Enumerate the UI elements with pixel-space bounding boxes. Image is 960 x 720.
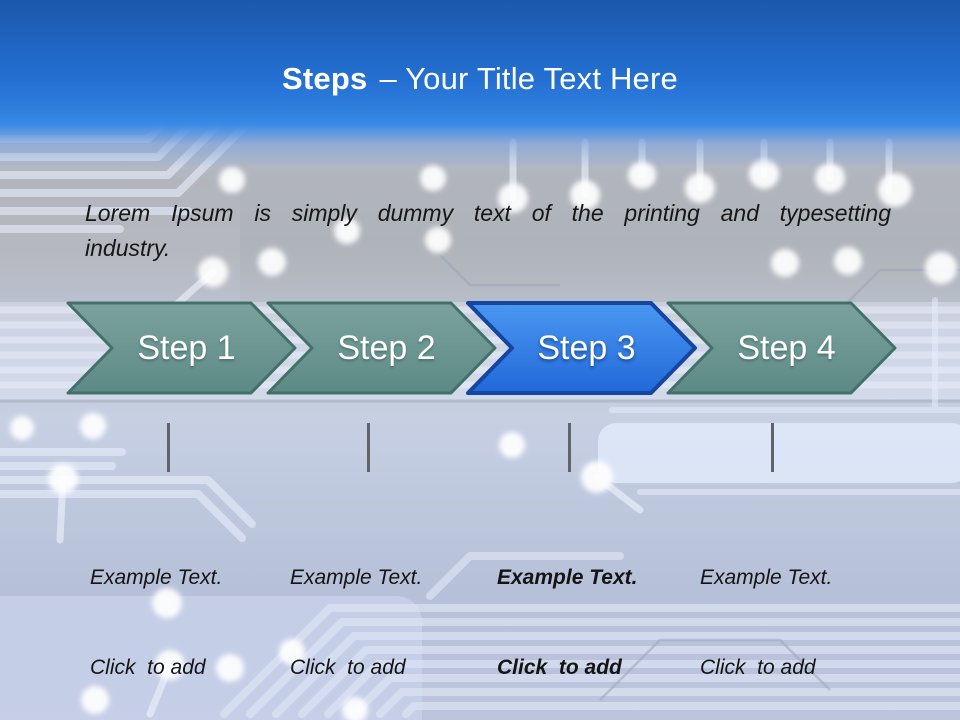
description-line: Click to add — [497, 656, 622, 679]
intro-paragraph: Lorem Ipsum is simply dummy text of the … — [85, 196, 891, 266]
step-1-description[interactable]: Example Text. Click to add your text. — [90, 503, 268, 720]
connector-tick-4 — [771, 423, 774, 472]
chevron-step-3[interactable] — [466, 301, 697, 395]
step-1-label: Step 1 — [137, 328, 236, 367]
step-4-label: Step 4 — [737, 328, 836, 367]
title-highlight: Steps — [282, 61, 368, 96]
step-3-label: Step 3 — [537, 328, 636, 367]
intro-line-1: Lorem Ipsum is simply dummy text of the … — [85, 200, 891, 226]
solder-dots — [10, 159, 957, 720]
circuit-traces-right — [609, 297, 960, 495]
description-line: Example Text. — [700, 566, 833, 589]
steps-band — [66, 301, 897, 395]
chevron-step-1[interactable] — [66, 301, 297, 395]
connector-tick-3 — [568, 423, 571, 472]
description-line: Example Text. — [290, 566, 423, 589]
description-line: Click to add — [290, 656, 406, 679]
slide-title: Steps – Your Title Text Here — [0, 56, 960, 102]
header-band — [0, 0, 960, 168]
connector-tick-2 — [367, 423, 370, 472]
intro-line-2: industry. — [85, 235, 171, 261]
description-line: Example Text. — [90, 566, 223, 589]
step-3-description[interactable]: Example Text. Click to add your text. — [497, 503, 675, 720]
step-4-description[interactable]: Example Text. Click to add your text. — [700, 503, 878, 720]
chevron-step-2[interactable] — [266, 301, 497, 395]
step-2-description[interactable]: Example Text. Click to add your text. — [290, 503, 468, 720]
title-rest: – Your Title Text Here — [379, 61, 678, 96]
step-2-label: Step 2 — [337, 328, 436, 367]
circuit-traces-bottom — [220, 552, 960, 718]
connector-tick-1 — [167, 423, 170, 472]
description-line: Example Text. — [497, 566, 638, 589]
description-line: Click to add — [90, 656, 206, 679]
description-line: Click to add — [700, 656, 816, 679]
chevron-step-4[interactable] — [666, 301, 897, 395]
circuit-trace-bar — [598, 423, 960, 483]
